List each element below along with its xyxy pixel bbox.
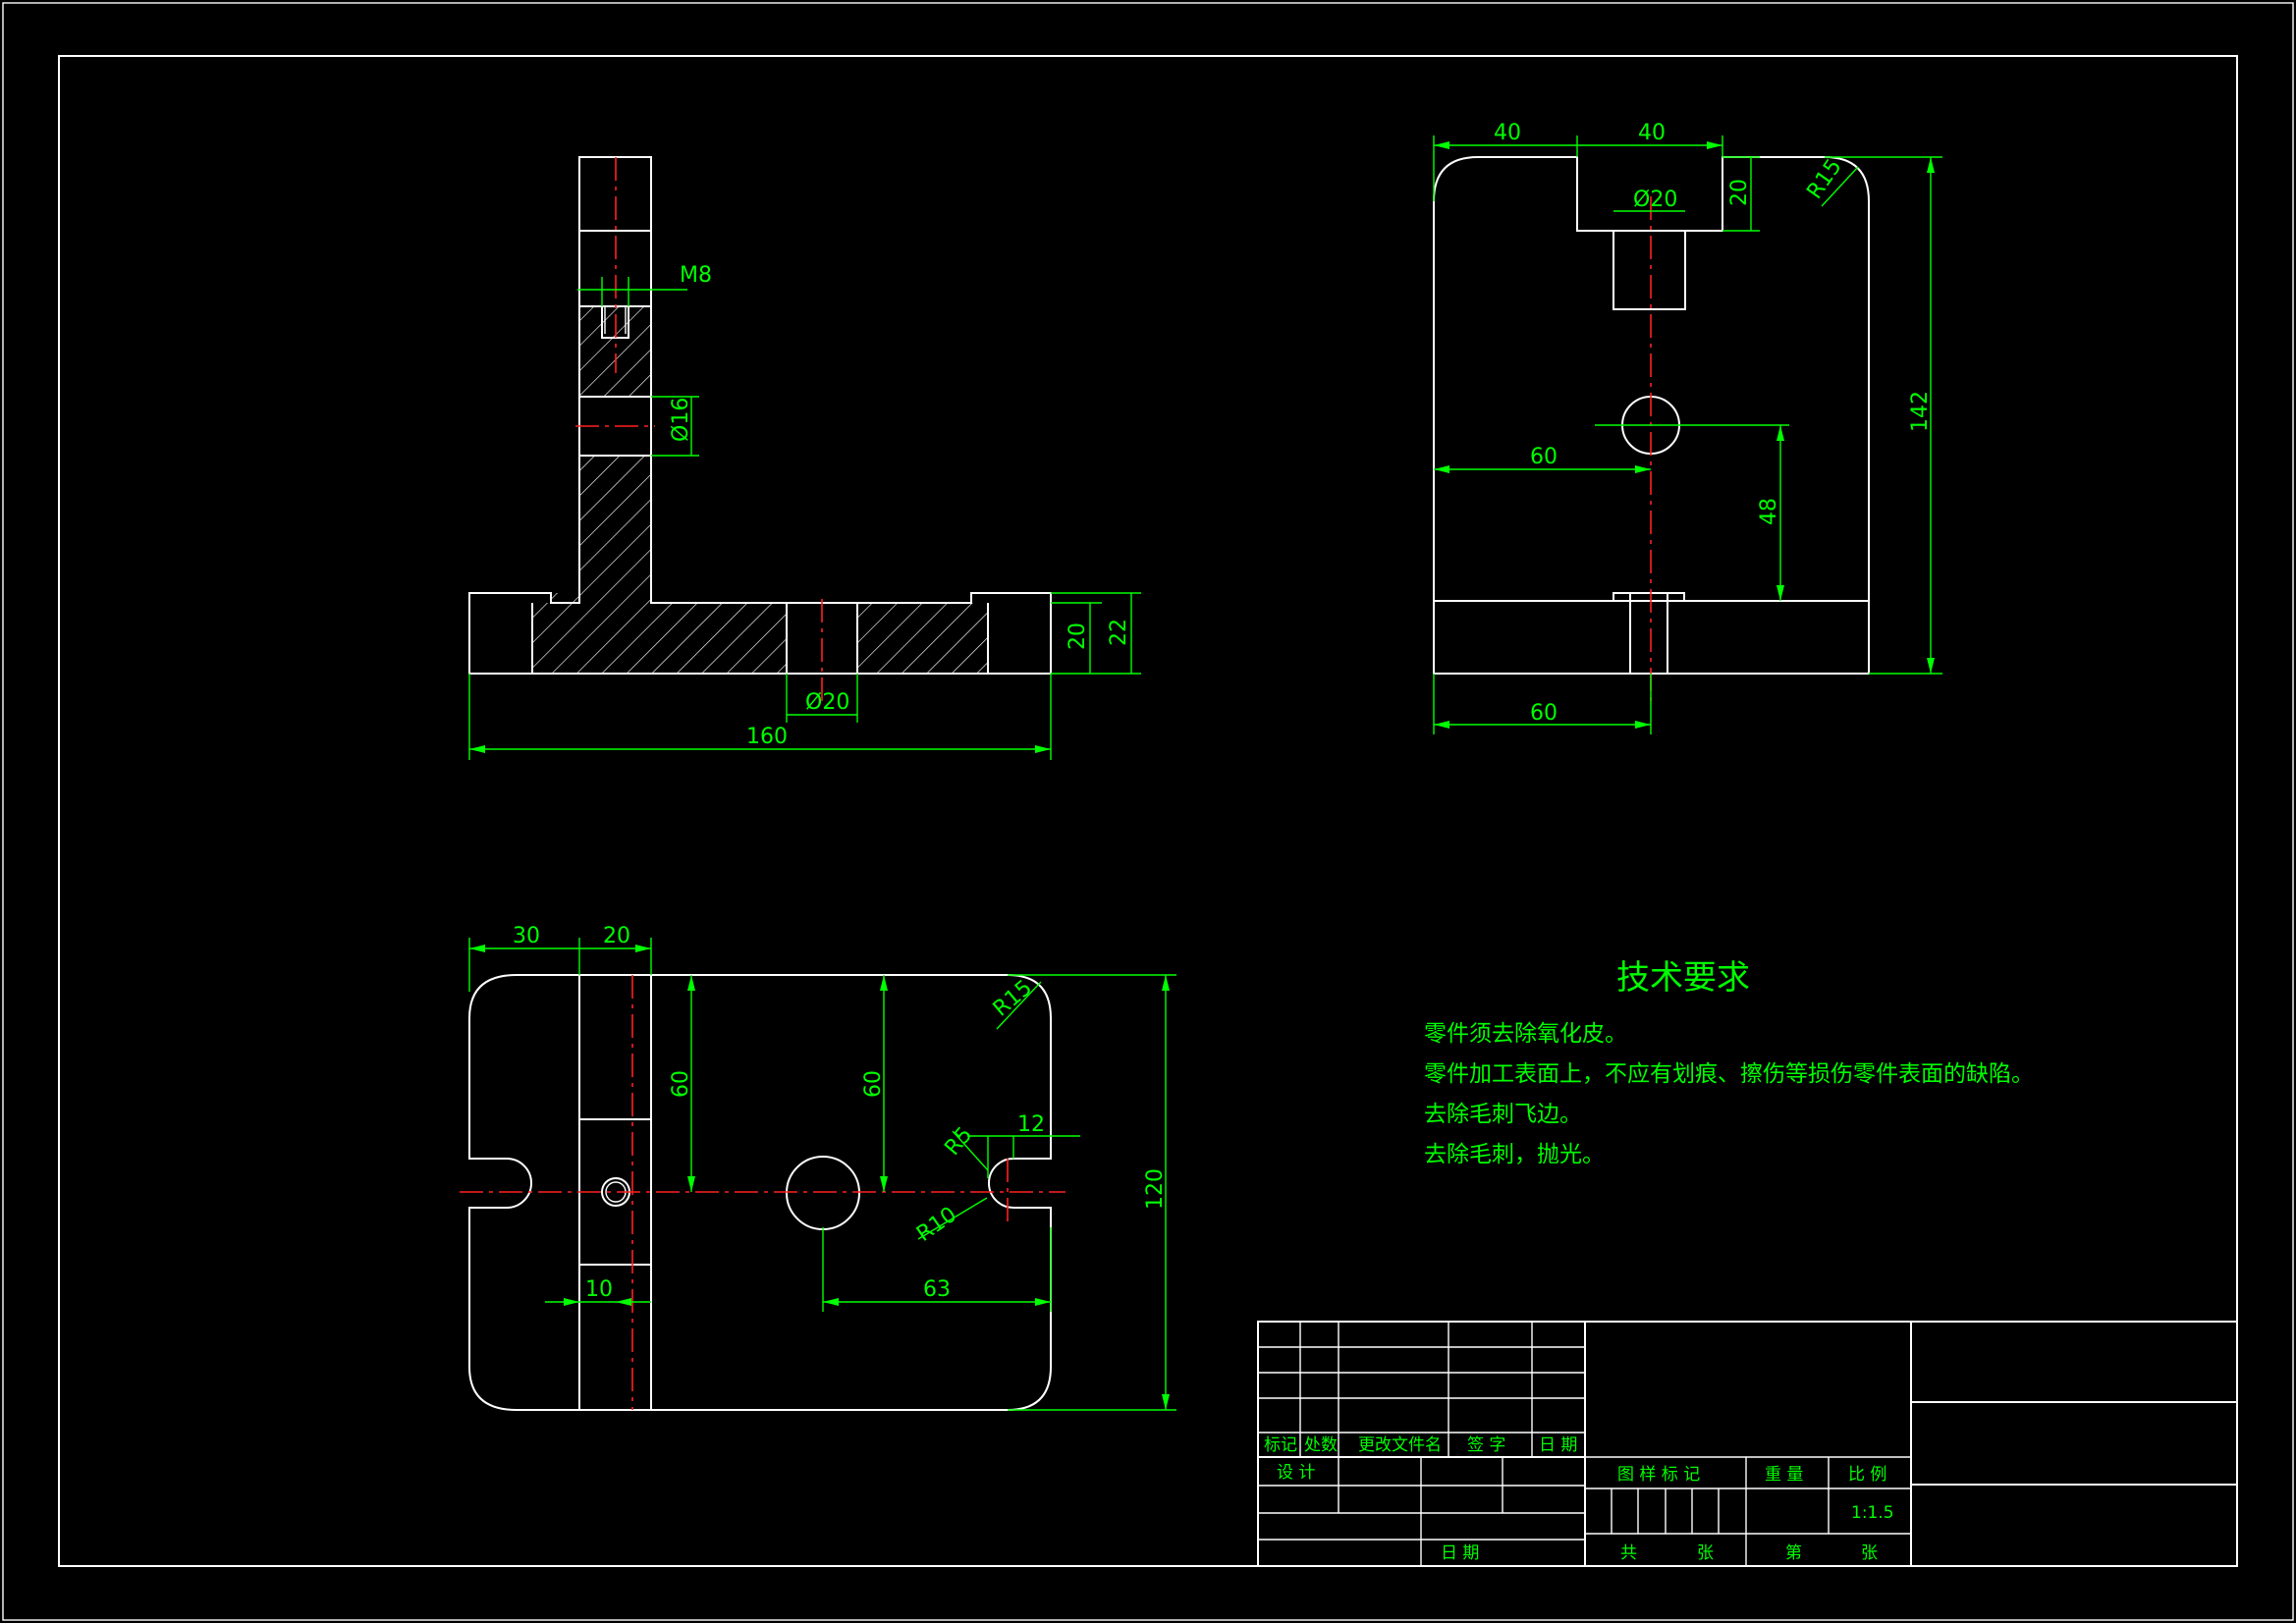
tb-change-doc: 更改文件名 — [1358, 1435, 1442, 1455]
dim-top-10: 10 — [585, 1277, 613, 1302]
dim-side-20: 20 — [1727, 179, 1752, 206]
dim-top-r10: R10 — [912, 1203, 961, 1247]
arrow — [1707, 141, 1722, 149]
arrow — [1927, 157, 1935, 173]
side-bore — [1613, 230, 1686, 310]
center-hole — [786, 1156, 860, 1230]
arrow — [564, 1298, 579, 1306]
arrow — [1162, 1394, 1170, 1410]
dim-top-63: 63 — [923, 1277, 951, 1302]
arrow — [1434, 141, 1449, 149]
arrow — [1777, 585, 1784, 601]
arrow — [469, 945, 485, 952]
arrow — [1927, 658, 1935, 674]
arrow — [687, 975, 695, 991]
dim-top-r15: R15 — [989, 976, 1037, 1022]
tb-sheets2: 张 — [1861, 1543, 1878, 1563]
arrow — [823, 1298, 839, 1306]
tb-nth: 第 — [1785, 1543, 1802, 1563]
dim-top-60b: 60 — [861, 1070, 886, 1098]
front-section-view: M8 Ø16 Ø20 160 20 22 — [468, 156, 1141, 760]
tech-requirements: 技术要求 零件须去除氧化皮。 零件加工表面上，不应有划痕、擦伤等损伤零件表面的缺… — [1424, 958, 2034, 1167]
dim-top-12: 12 — [1017, 1112, 1045, 1137]
tb-scale-value: 1:1.5 — [1851, 1503, 1894, 1523]
dim-160: 160 — [746, 725, 788, 749]
hatch-base-right — [857, 603, 988, 674]
tb-weight: 重 量 — [1765, 1465, 1803, 1485]
top-view: 30 20 R15 60 60 12 R5 R10 120 — [460, 924, 1176, 1411]
title-block-frame — [1257, 1321, 2238, 1567]
arrow — [1635, 465, 1651, 473]
dim-m8: M8 — [680, 263, 712, 288]
dim-top-r5: R5 — [940, 1122, 977, 1161]
dim-top-60a: 60 — [669, 1070, 693, 1098]
arrow — [880, 975, 888, 991]
dim-side-60b: 60 — [1530, 701, 1558, 726]
edge — [1613, 592, 1685, 601]
tb-date2: 日 期 — [1441, 1543, 1479, 1563]
dim-side-60a: 60 — [1530, 445, 1558, 469]
arrow — [880, 1176, 888, 1192]
dim-20: 20 — [1066, 622, 1090, 650]
tech-line-3: 去除毛刺飞边。 — [1424, 1102, 1582, 1127]
tb-total: 共 — [1620, 1543, 1637, 1563]
dim-side-d20: Ø20 — [1633, 188, 1677, 212]
dim-line — [917, 1197, 988, 1240]
side-view: 40 40 Ø20 20 R15 142 60 48 60 — [1433, 121, 1942, 734]
dim-side-40b: 40 — [1638, 121, 1666, 145]
tech-line-2: 零件加工表面上，不应有划痕、擦伤等损伤零件表面的缺陷。 — [1424, 1061, 2034, 1087]
arrow — [1035, 1298, 1051, 1306]
hatch-post-lower — [579, 456, 651, 603]
dim-line — [996, 981, 1042, 1030]
tb-count: 处数 — [1304, 1435, 1338, 1455]
dim-line — [952, 1130, 989, 1171]
arrow — [1162, 975, 1170, 991]
dim-top-20: 20 — [603, 924, 630, 948]
arrow — [1635, 721, 1651, 729]
tb-date1: 日 期 — [1539, 1435, 1577, 1455]
dim-side-r15: R15 — [1802, 155, 1846, 204]
tech-title: 技术要求 — [1616, 958, 1750, 998]
title-block: 标记 处数 更改文件名 签 字 日 期 设 计 日 期 图 样 标 记 重 量 … — [1257, 1321, 2238, 1567]
dim-top-30: 30 — [513, 924, 540, 948]
tb-design: 设 计 — [1277, 1463, 1315, 1483]
hatch-base-left — [532, 593, 787, 674]
tech-line-1: 零件须去除氧化皮。 — [1424, 1021, 1627, 1047]
tb-signature: 签 字 — [1467, 1435, 1505, 1455]
tb-mark: 标记 — [1264, 1435, 1297, 1455]
dim-front-d20: Ø20 — [805, 690, 849, 715]
arrow — [635, 945, 651, 952]
arrow — [1434, 465, 1449, 473]
arrow — [1035, 745, 1051, 753]
dim-22: 22 — [1107, 619, 1131, 646]
arrow — [616, 1298, 631, 1306]
arrow — [1434, 721, 1449, 729]
tb-sheets1: 张 — [1697, 1543, 1714, 1563]
arrow — [687, 1176, 695, 1192]
tech-line-4: 去除毛刺，抛光。 — [1424, 1142, 1605, 1167]
dim-line — [1821, 166, 1859, 207]
drawing-frame — [58, 55, 2238, 1567]
dim-d16: Ø16 — [669, 398, 693, 442]
arrow — [469, 745, 485, 753]
dim-top-120: 120 — [1143, 1168, 1168, 1210]
tb-drawing-mark: 图 样 标 记 — [1617, 1465, 1700, 1485]
arrow — [1777, 425, 1784, 441]
dim-side-40a: 40 — [1494, 121, 1521, 145]
dim-side-48: 48 — [1757, 498, 1781, 525]
dim-side-142: 142 — [1908, 391, 1933, 432]
tb-scale-label: 比 例 — [1848, 1465, 1886, 1485]
